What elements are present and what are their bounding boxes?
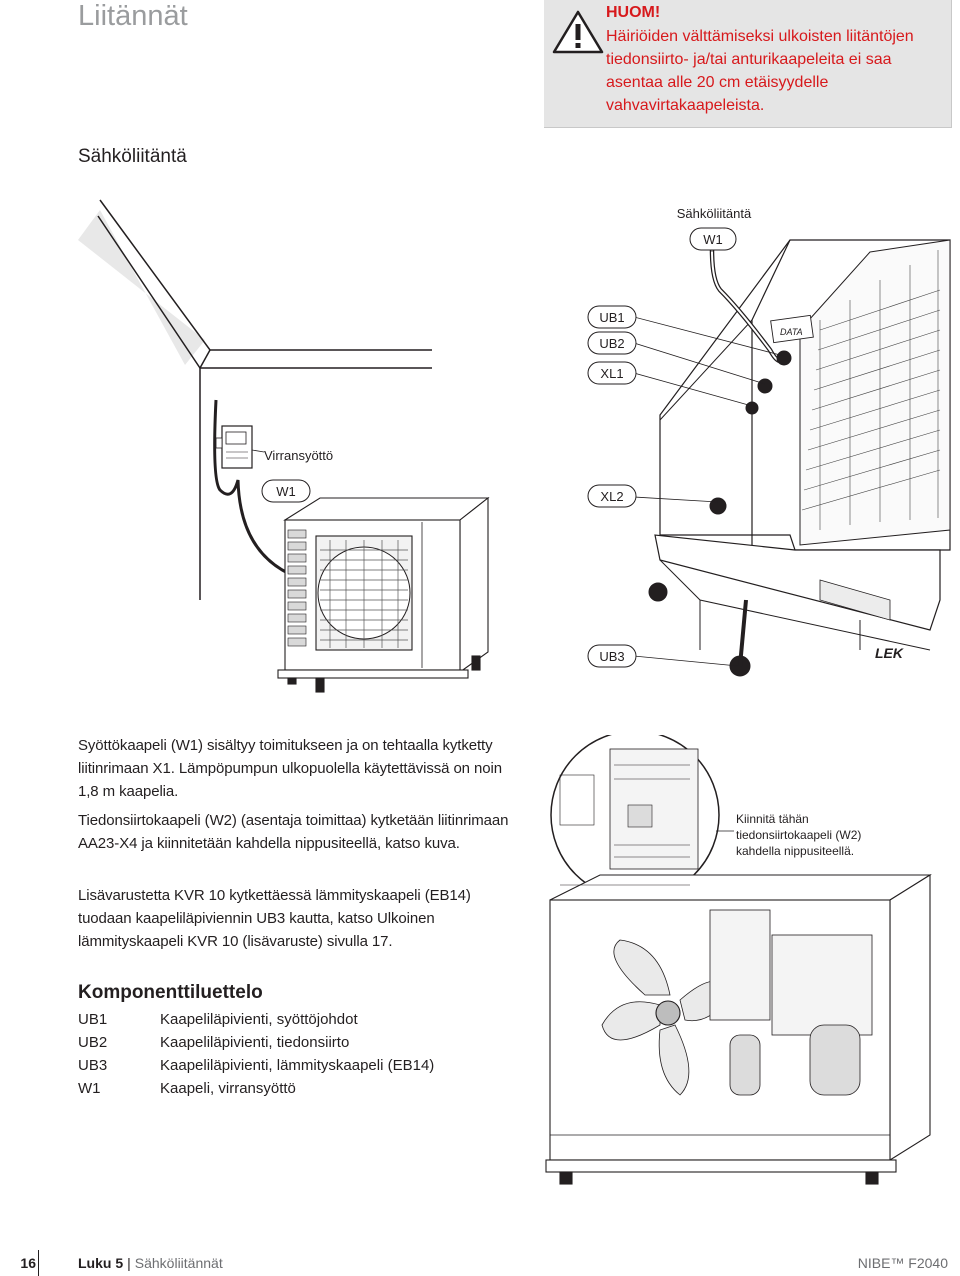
data-plate-label: DATA bbox=[780, 327, 803, 337]
footer-section: Sähköliitännät bbox=[134, 1255, 223, 1271]
footer-page-box bbox=[0, 1250, 39, 1276]
paragraph-communication-cable: Tiedonsiirtokaapeli (W2) (asentaja toimi… bbox=[78, 812, 509, 852]
tag-ub3: UB3 bbox=[587, 644, 637, 668]
warning-icon bbox=[552, 10, 604, 54]
tag-w1-left: W1 bbox=[261, 479, 311, 503]
component-desc: Kaapeliläpivienti, syöttöjohdot bbox=[160, 1011, 358, 1028]
component-code: UB2 bbox=[78, 1034, 108, 1051]
footer-brand: NIBE™ F2040 bbox=[857, 1255, 948, 1271]
data-plate: DATA bbox=[770, 314, 814, 344]
footer-separator: | bbox=[127, 1255, 131, 1271]
tag-w1-top: W1 bbox=[689, 227, 737, 251]
svg-text:UB1: UB1 bbox=[599, 310, 624, 325]
callout-line-2: tiedonsiirtokaapeli (W2) bbox=[736, 828, 861, 842]
section-title: Sähköliitäntä bbox=[78, 146, 187, 167]
heat-pump-unit bbox=[277, 496, 490, 693]
tag-xl1: XL1 bbox=[587, 361, 637, 385]
notice-body: Häiriöiden välttämiseksi ulkoisten liitä… bbox=[606, 28, 914, 114]
svg-text:W1: W1 bbox=[276, 484, 296, 499]
unit-interior-figure: Kiinnitä tähän tiedonsiirtokaapeli (W2) … bbox=[545, 735, 932, 1185]
components-title: Komponenttiluettelo bbox=[78, 982, 263, 1003]
svg-text:XL2: XL2 bbox=[600, 489, 623, 504]
label-virransyotto: Virransyöttö bbox=[264, 448, 333, 463]
zoom-circle bbox=[550, 735, 720, 900]
label-sahkoliitanta: Sähköliitäntä bbox=[677, 206, 752, 221]
component-code: UB3 bbox=[78, 1057, 108, 1074]
tag-ub1: UB1 bbox=[587, 305, 637, 329]
component-code: UB1 bbox=[78, 1011, 108, 1028]
svg-text:W1: W1 bbox=[703, 232, 723, 247]
component-desc: Kaapeliläpivienti, tiedonsiirto bbox=[160, 1034, 350, 1051]
svg-text:XL1: XL1 bbox=[600, 366, 623, 381]
leader-lines bbox=[251, 250, 785, 667]
notice-title: HUOM! bbox=[606, 4, 661, 21]
power-cable bbox=[213, 399, 306, 582]
callout-line-3: kahdella nippusiteellä. bbox=[736, 844, 854, 858]
component-desc: Kaapeli, virransyöttö bbox=[160, 1080, 296, 1097]
unit-opened bbox=[545, 874, 932, 1185]
footer-chapter: Luku 5|Sähköliitännät bbox=[78, 1255, 223, 1271]
paragraph-supply-cable: Syöttökaapeli (W1) sisältyy toimitukseen… bbox=[78, 737, 502, 800]
house-outline bbox=[78, 199, 432, 600]
notice-box: HUOM! Häiriöiden välttämiseksi ulkoisten… bbox=[544, 0, 952, 128]
svg-text:UB2: UB2 bbox=[599, 336, 624, 351]
callout-text: Kiinnitä tähän tiedonsiirtokaapeli (W2) … bbox=[736, 812, 865, 858]
paragraph-heating-cable: Lisävarustetta KVR 10 kytkettäessä lämmi… bbox=[78, 887, 471, 950]
power-switch-box bbox=[215, 425, 253, 469]
chapter-title: Liitännät bbox=[78, 0, 188, 32]
unit-detail bbox=[654, 239, 951, 651]
footer-chapter-label: Luku 5 bbox=[78, 1255, 124, 1271]
tag-xl2: XL2 bbox=[587, 484, 637, 508]
tag-ub2: UB2 bbox=[587, 331, 637, 355]
component-code: W1 bbox=[78, 1080, 101, 1097]
page-number: 16 bbox=[20, 1255, 36, 1271]
brand-mark: LEK bbox=[875, 645, 904, 661]
electrical-connection-figure: DATA Sähköliitäntä W1 UB1 UB2 XL1 bbox=[78, 199, 951, 693]
component-desc: Kaapeliläpivienti, lämmityskaapeli (EB14… bbox=[160, 1057, 435, 1074]
callout-line-1: Kiinnitä tähän bbox=[736, 812, 809, 826]
svg-text:UB3: UB3 bbox=[599, 649, 624, 664]
